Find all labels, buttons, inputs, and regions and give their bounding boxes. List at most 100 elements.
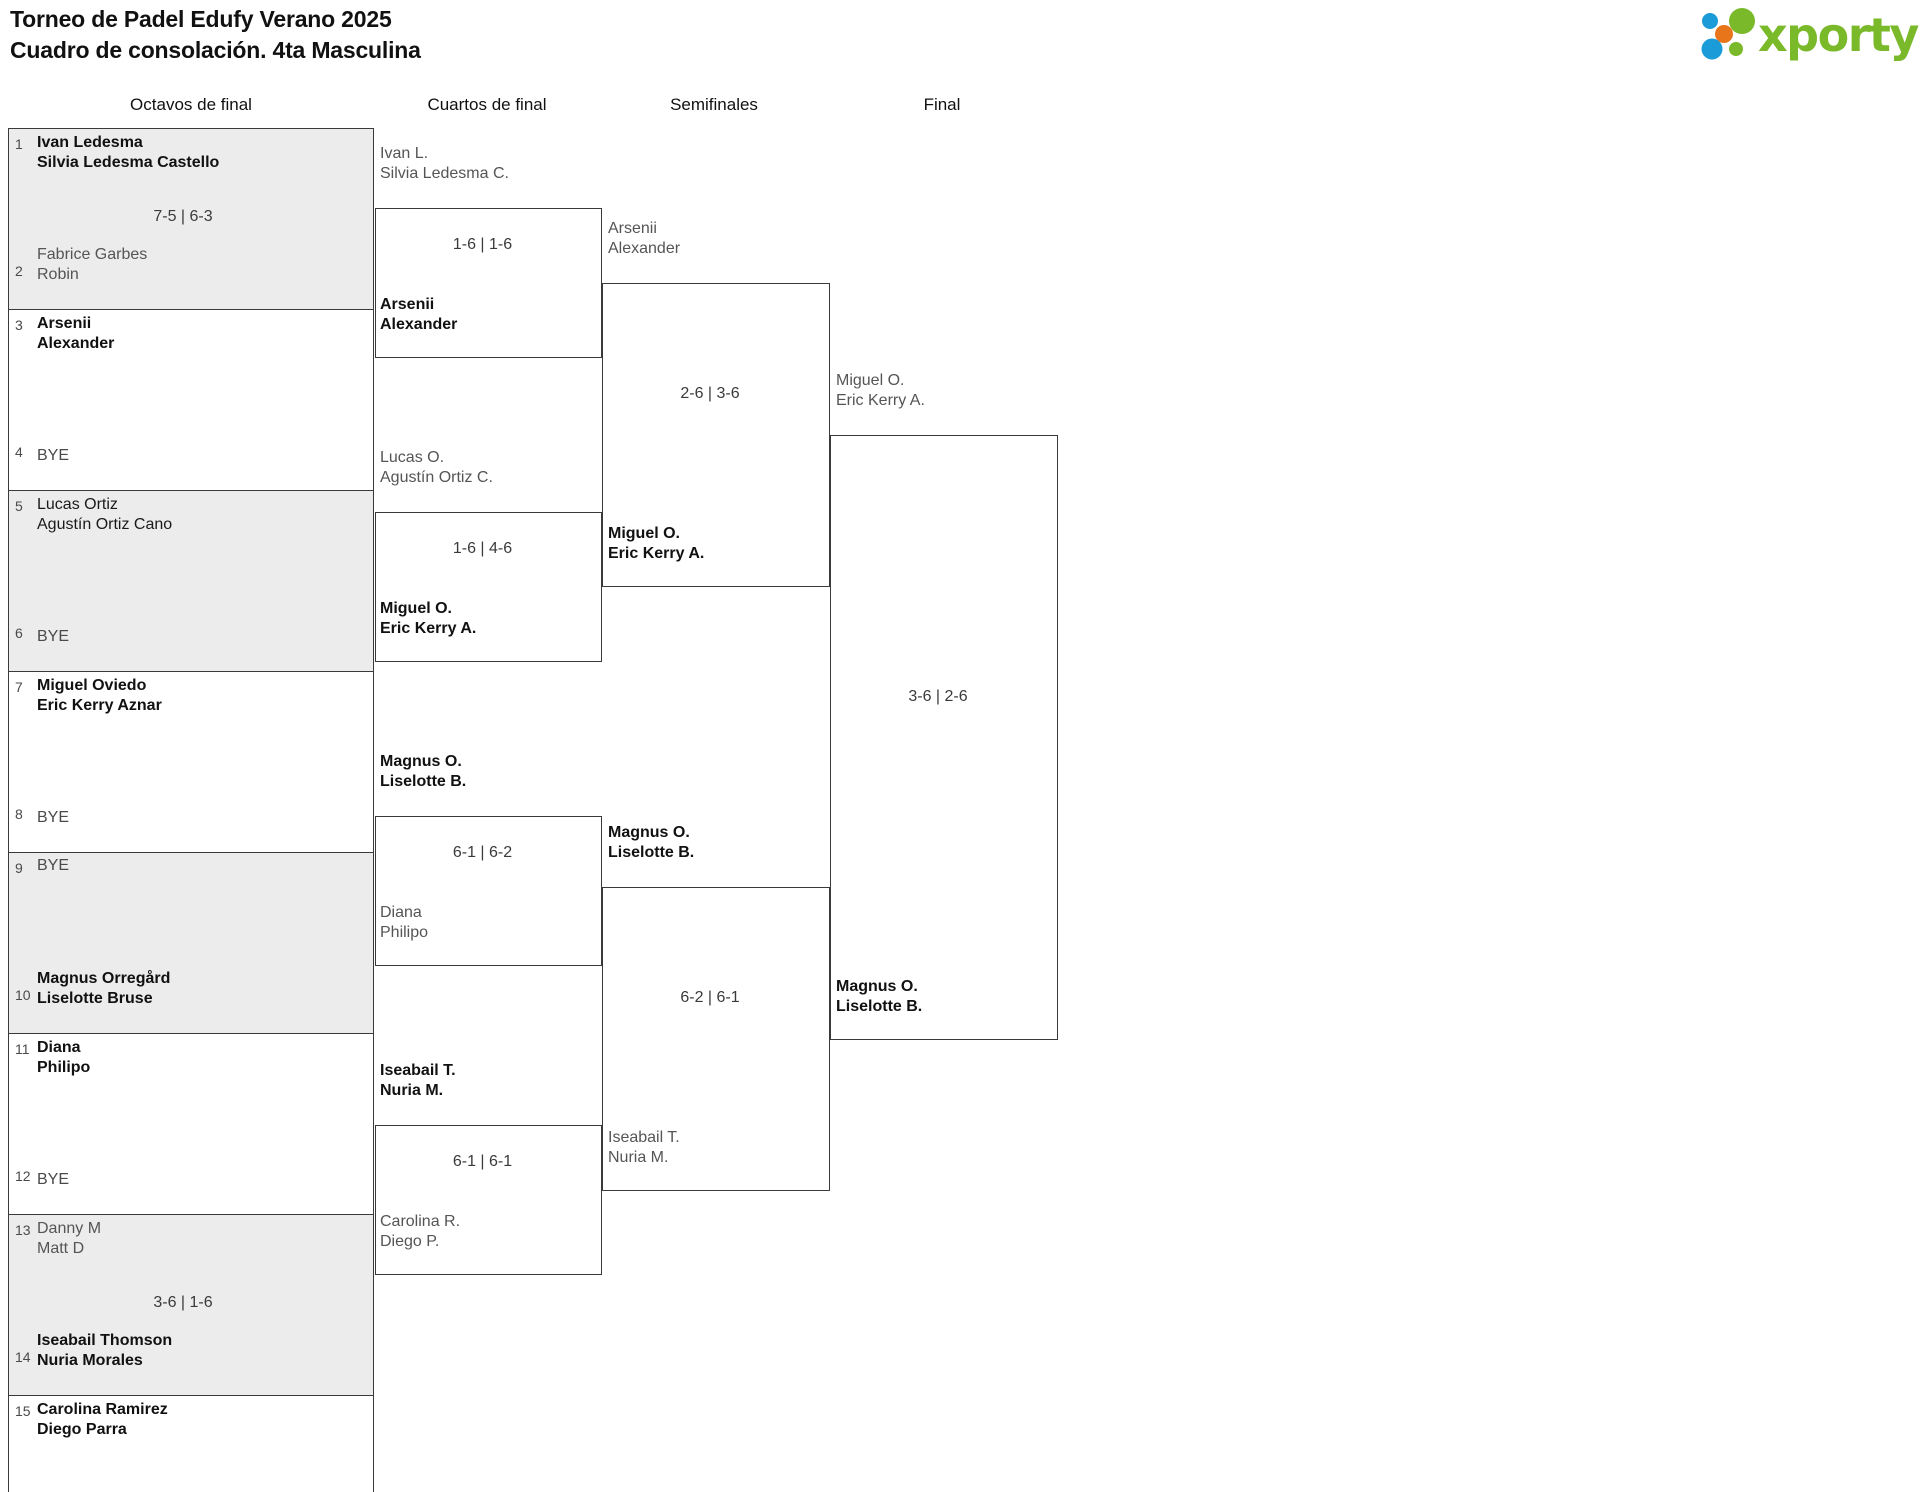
player-name-1: Lucas O.	[380, 449, 445, 466]
round-header-cuartos: Cuartos de final	[427, 95, 547, 114]
player-name-2: Alexander	[380, 316, 458, 333]
r16-match[interactable]: 13 Danny M Matt D 3-6 | 1-6 14 Iseabail …	[9, 1215, 373, 1396]
player-name-1: Arsenii	[37, 315, 92, 332]
round-header-semis: Semifinales	[670, 95, 758, 114]
player-name-1: BYE	[37, 628, 70, 645]
r16-slot-top[interactable]: 1 Ivan Ledesma Silvia Ledesma Castello	[9, 129, 373, 219]
player-names: Diana Philipo	[37, 1034, 373, 1078]
player-name-2: Nuria Morales	[37, 1352, 143, 1369]
qf-match-box-3[interactable]	[375, 816, 602, 966]
player-name-2: Agustín Ortiz Cano	[37, 516, 173, 533]
seed-number: 8	[15, 806, 23, 822]
qf4-score: 6-1 | 6-1	[452, 1153, 513, 1170]
final-player-top: Miguel O. Eric Kerry A.	[836, 371, 925, 411]
r16-slot-bottom[interactable]: 12 BYE	[9, 1124, 373, 1214]
player-name-1: Ivan L.	[380, 145, 429, 162]
player-name-1: Arsenii	[608, 220, 657, 237]
player-names: Magnus Orregård Liselotte Bruse	[37, 965, 170, 1009]
player-name-1: Lucas Ortiz	[37, 496, 118, 513]
r16-slot-bottom[interactable]: 16 BYE	[9, 1486, 373, 1492]
tournament-name: Torneo de Padel Edufy Verano 2025	[10, 6, 392, 32]
qf-match-box-2[interactable]	[375, 512, 602, 662]
seed-number: 14	[15, 1349, 31, 1365]
player-name-1: Iseabail Thomson	[37, 1332, 173, 1349]
player-names: BYE	[37, 442, 69, 466]
r16-match[interactable]: 9 BYE 10 Magnus Orregård Liselotte Bruse	[9, 853, 373, 1034]
qf1-player-bottom: Arsenii Alexander	[380, 295, 457, 335]
player-name-2: Eric Kerry A.	[836, 392, 925, 409]
final-match-box[interactable]	[830, 435, 1058, 1040]
match-score: 3-6 | 1-6	[153, 1294, 213, 1311]
player-name-1: Iseabail T.	[380, 1062, 456, 1079]
sf1-player-bottom: Miguel O. Eric Kerry A.	[608, 524, 704, 564]
r16-slot-top[interactable]: 9 BYE	[9, 853, 373, 943]
r16-match[interactable]: 7 Miguel Oviedo Eric Kerry Aznar 8 BYE	[9, 672, 373, 853]
seed-number: 3	[15, 317, 23, 333]
r16-slot-bottom[interactable]: 2 Fabrice Garbes Robin	[9, 219, 373, 309]
seed-number: 5	[15, 498, 23, 514]
r16-match[interactable]: 5 Lucas Ortiz Agustín Ortiz Cano 6 BYE	[9, 491, 373, 672]
r16-slot-top[interactable]: 7 Miguel Oviedo Eric Kerry Aznar	[9, 672, 373, 762]
player-name-2: Eric Kerry A.	[380, 620, 477, 637]
player-names: Danny M Matt D	[37, 1215, 373, 1259]
sf2-player-bottom: Iseabail T. Nuria M.	[608, 1128, 680, 1168]
r16-slot-bottom[interactable]: 6 BYE	[9, 581, 373, 671]
player-name-2: Diego P.	[380, 1233, 440, 1250]
sf1-player-top: Arsenii Alexander	[608, 219, 680, 259]
seed-number: 6	[15, 625, 23, 641]
sf-match-box-1[interactable]	[602, 283, 830, 587]
player-name-2: Alexander	[37, 335, 115, 352]
seed-number: 11	[15, 1041, 30, 1057]
qf1-score: 1-6 | 1-6	[452, 236, 513, 253]
r16-slot-top[interactable]: 5 Lucas Ortiz Agustín Ortiz Cano	[9, 491, 373, 581]
player-name-1: Arsenii	[380, 296, 435, 313]
player-names: Arsenii Alexander	[37, 310, 373, 354]
player-name-2: Eric Kerry A.	[608, 545, 705, 562]
player-name-1: BYE	[37, 857, 70, 874]
player-name-2: Alexander	[608, 240, 681, 257]
r16-match[interactable]: 1 Ivan Ledesma Silvia Ledesma Castello 7…	[9, 129, 373, 310]
r16-slot-top[interactable]: 3 Arsenii Alexander	[9, 310, 373, 400]
r16-match[interactable]: 3 Arsenii Alexander 4 BYE	[9, 310, 373, 491]
page-title: Torneo de Padel Edufy Verano 2025 Cuadro…	[10, 4, 421, 66]
player-name-1: Carolina Ramirez	[37, 1401, 168, 1418]
r16-match[interactable]: 15 Carolina Ramirez Diego Parra 16 BYE	[9, 1396, 373, 1492]
sf-match-box-2[interactable]	[602, 887, 830, 1191]
player-name-1: Magnus Orregård	[37, 970, 171, 987]
qf3-player-top: Magnus O. Liselotte B.	[380, 752, 466, 792]
r16-match[interactable]: 11 Diana Philipo 12 BYE	[9, 1034, 373, 1215]
qf4-player-top: Iseabail T. Nuria M.	[380, 1061, 456, 1101]
qf1-player-top: Ivan L. Silvia Ledesma C.	[380, 144, 509, 184]
qf3-score: 6-1 | 6-2	[452, 844, 513, 861]
r16-slot-bottom[interactable]: 8 BYE	[9, 762, 373, 852]
round-header-final: Final	[923, 95, 961, 114]
qf-match-box-4[interactable]	[375, 1125, 602, 1275]
r16-slot-top[interactable]: 15 Carolina Ramirez Diego Parra	[9, 1396, 373, 1486]
seed-number: 9	[15, 860, 23, 876]
qf-match-box-1[interactable]	[375, 208, 602, 358]
r16-slot-bottom[interactable]: 10 Magnus Orregård Liselotte Bruse	[9, 943, 373, 1033]
qf2-player-top: Lucas O. Agustín Ortiz C.	[380, 448, 493, 488]
player-names: BYE	[37, 1166, 69, 1190]
player-names: BYE	[37, 804, 69, 828]
player-name-1: Fabrice Garbes	[37, 246, 148, 263]
player-names: Miguel Oviedo Eric Kerry Aznar	[37, 672, 373, 716]
player-name-2: Robin	[37, 266, 79, 283]
qf2-player-bottom: Miguel O. Eric Kerry A.	[380, 599, 476, 639]
r16-slot-top[interactable]: 13 Danny M Matt D	[9, 1215, 373, 1305]
player-name-1: Danny M	[37, 1220, 102, 1237]
r16-slot-top[interactable]: 11 Diana Philipo	[9, 1034, 373, 1124]
player-name-1: BYE	[37, 809, 70, 826]
player-name-2: Silvia Ledesma C.	[380, 165, 509, 182]
player-name-2: Eric Kerry Aznar	[37, 697, 162, 714]
seed-number: 12	[15, 1168, 31, 1184]
r16-slot-bottom[interactable]: 4 BYE	[9, 400, 373, 490]
seed-number: 1	[15, 136, 23, 152]
player-name-1: Magnus O.	[836, 978, 918, 995]
player-names: Fabrice Garbes Robin	[37, 241, 147, 285]
player-name-1: Diana	[37, 1039, 81, 1056]
player-name-1: BYE	[37, 1171, 70, 1188]
final-score: 3-6 | 2-6	[908, 688, 968, 705]
seed-number: 7	[15, 679, 23, 695]
r16-slot-bottom[interactable]: 14 Iseabail Thomson Nuria Morales	[9, 1305, 373, 1395]
